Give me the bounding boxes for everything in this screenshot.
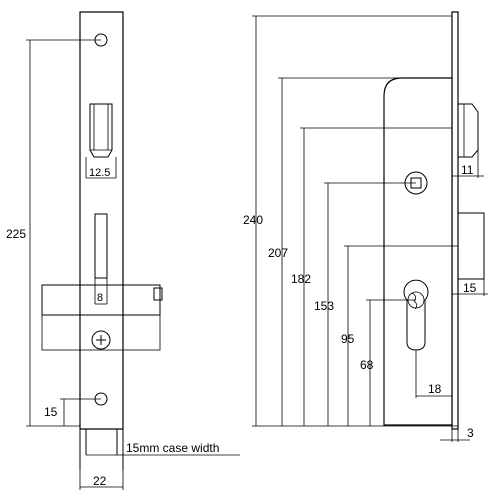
bolt-95-label: 95 <box>341 332 355 346</box>
case-width-label: 15mm case width <box>126 441 219 455</box>
bolt-8-label: 8 <box>97 292 103 304</box>
height-225-label: 225 <box>6 227 26 241</box>
deadbolt-side <box>457 212 485 280</box>
overall-240-label: 240 <box>243 213 263 227</box>
faceplate <box>79 11 124 430</box>
bottom-hole-15-label: 15 <box>44 405 58 419</box>
lock-case <box>383 77 453 426</box>
forend-3-label: 3 <box>467 426 474 440</box>
forend <box>451 11 459 430</box>
latch-throw-11-label: 11 <box>461 163 474 177</box>
faceplate-screw <box>91 330 111 350</box>
bolt-throw-15-label: 15 <box>463 281 477 295</box>
spindle-153-label: 153 <box>314 299 334 313</box>
case-side-view: 240 207 182 153 95 68 11 15 <box>243 11 488 442</box>
cylinder-68-label: 68 <box>360 358 374 372</box>
latch-side <box>458 103 479 158</box>
deadbolt-slot <box>94 213 108 279</box>
faceplate-front-view: 225 15 12.5 8 15mm case width 22 <box>6 11 240 490</box>
euro-cylinder-cutout <box>403 279 429 351</box>
latch-12-5-label: 12.5 <box>89 167 110 179</box>
latch-182-label: 182 <box>291 272 311 286</box>
faceplate-22-label: 22 <box>93 474 107 488</box>
cylinder-offset-18-label: 18 <box>428 382 442 396</box>
case-207-label: 207 <box>268 246 288 260</box>
bolt-bar-lower <box>41 314 161 351</box>
